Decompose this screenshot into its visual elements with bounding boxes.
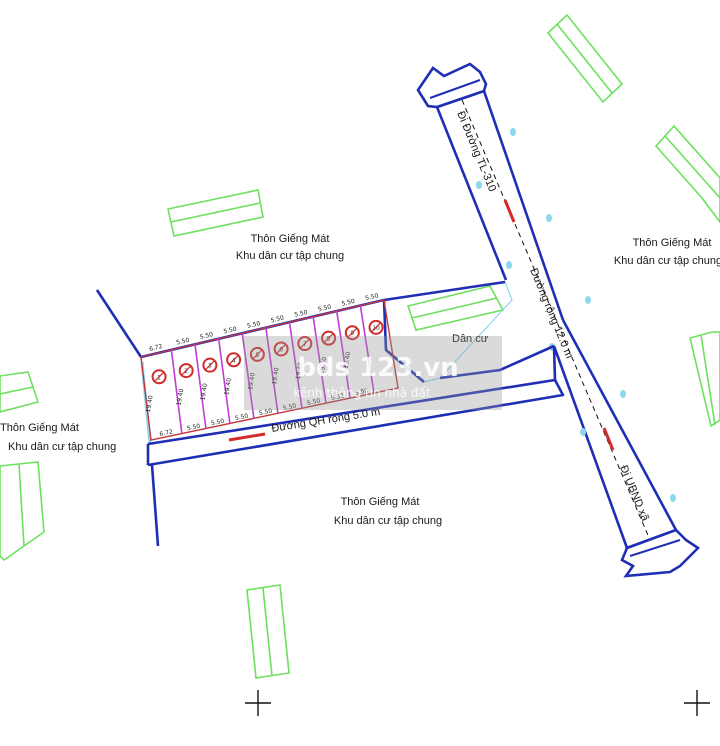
lot-depth: 19.40 <box>295 362 305 380</box>
building-east <box>654 124 720 224</box>
lot-top-width: 5.50 <box>199 331 214 341</box>
lot-dividers <box>170 305 375 434</box>
lot-marker[interactable]: 9 <box>344 325 360 341</box>
lot-number: 9 <box>350 330 354 337</box>
lot-top-width: 5.50 <box>270 315 285 325</box>
building-north-left <box>167 189 264 237</box>
lot-depth: 19.40 <box>223 377 233 395</box>
label-south: Thôn Giếng Mát Khu dân cư tập chung <box>334 496 442 527</box>
lot-marker[interactable]: 2 <box>178 363 194 379</box>
lot-number: 7 <box>303 341 307 348</box>
lot-top-width: 6.72 <box>149 343 164 353</box>
lot-marker[interactable]: 7 <box>297 336 313 352</box>
lot-number: 8 <box>327 336 331 343</box>
lot-parcel-outline <box>140 299 399 441</box>
area-name: Thôn Giếng Mát <box>0 422 79 434</box>
lot-dimensions: 6.72 5.50 5.50 5.50 5.50 5.50 5.50 5.50 5.50 5.50… <box>145 292 379 438</box>
lot-depth: 19.40 <box>199 383 209 401</box>
arrow-north-icon <box>416 62 488 109</box>
lot-bottom-width: 5.50 <box>354 387 369 397</box>
lot-top-width: 5.50 <box>246 320 261 330</box>
lot-marker[interactable]: 8 <box>321 330 337 346</box>
lot-divider <box>359 305 375 394</box>
building-southwest <box>0 461 45 562</box>
lot-top-width: 5.50 <box>294 309 309 319</box>
lot-depth: 19.40 <box>145 395 155 413</box>
lot-marker[interactable]: 5 <box>249 346 265 362</box>
lot-number: 6 <box>279 346 283 353</box>
lot-number: 3 <box>208 363 212 370</box>
area-name: Thôn Giếng Mát <box>633 237 712 249</box>
lot-top-width: 5.50 <box>176 337 191 347</box>
lot-divider <box>241 333 255 419</box>
lot-number: 10 <box>372 325 380 332</box>
lot-marker[interactable]: 6 <box>273 341 289 357</box>
label-north-left: Thôn Giếng Mát Khu dân cư tập chung <box>236 233 344 262</box>
planned-road <box>146 344 565 467</box>
lot-bottom-width: 5.50 <box>210 418 225 428</box>
road-centerline <box>461 99 651 541</box>
lot-divider <box>217 338 231 424</box>
label-dan-cu: Dân cư <box>452 333 489 345</box>
lot-depth: 19.40 <box>176 388 186 406</box>
lot-divider <box>170 349 183 434</box>
building-outlines <box>0 13 720 679</box>
lot-number: 5 <box>255 352 259 359</box>
lot-divider <box>265 327 279 414</box>
lot-bottom-width: 5.50 <box>258 407 273 417</box>
area-name: Thôn Giếng Mát <box>341 496 420 508</box>
lot-number: 4 <box>232 357 236 364</box>
area-desc: Khu dân cư tập chung <box>236 250 344 262</box>
main-road <box>416 62 701 578</box>
lot-marker[interactable]: 3 <box>202 357 218 373</box>
lot-divider <box>312 316 327 404</box>
lot-divider <box>194 344 207 429</box>
crosshair-icon <box>245 690 271 716</box>
area-desc: Khu dân cư tập chung <box>8 441 116 453</box>
watermark-tagline: kênh thông tin nhà đất <box>293 386 430 400</box>
building-dan-cu <box>406 285 505 331</box>
lot-top-width: 5.50 <box>317 303 332 313</box>
building-east-lower <box>689 331 720 428</box>
building-west <box>0 371 40 413</box>
crosshair-icon <box>684 690 710 716</box>
lot-number: 2 <box>184 368 188 375</box>
lot-divider <box>335 310 351 399</box>
lot-marker[interactable]: 10 <box>368 319 384 335</box>
lot-bottom-width: 6.72 <box>159 428 174 438</box>
watermark: bds 123.vn kênh thông tin nhà đất <box>244 336 502 410</box>
label-west: Thôn Giếng Mát Khu dân cư tập chung <box>0 422 116 453</box>
building-south <box>246 584 290 679</box>
lot-marker[interactable]: 1 <box>151 369 167 385</box>
lot-depth: 19.40 <box>271 367 281 385</box>
area-name: Thôn Giếng Mát <box>251 233 330 245</box>
lot-parcel: 1 2 3 4 5 6 7 8 9 10 6.72 5.50 5.50 5.50 5.50 5.50 5.50… <box>140 292 399 441</box>
watermark-brand: bds 123.vn <box>297 353 458 383</box>
roadside-markers <box>476 128 676 502</box>
building-north-right-top <box>546 13 624 104</box>
lot-depth: 19.40 <box>247 372 257 390</box>
label-road-to-tl310: Đi Đường TL-310 <box>454 110 498 194</box>
lot-top-width: 5.50 <box>365 292 380 302</box>
area-desc: Khu dân cư tập chung <box>334 515 442 527</box>
lot-depth: 19.40 <box>343 351 353 369</box>
lot-markers: 1 2 3 4 5 6 7 8 9 10 <box>151 319 384 385</box>
lot-marker[interactable]: 4 <box>226 352 242 368</box>
area-desc: Khu dân cư tập chung <box>614 255 720 267</box>
lot-top-width: 5.50 <box>341 298 356 308</box>
lot-bottom-width: 5.50 <box>234 413 249 423</box>
lot-top-width: 5.50 <box>223 326 238 336</box>
lot-number: 1 <box>157 374 161 381</box>
lot-divider <box>288 322 303 409</box>
lot-bottom-width: 5.50 <box>186 423 201 433</box>
lot-depth: 19.40 <box>319 356 329 374</box>
lot-bottom-width: 5.50 <box>306 397 321 407</box>
lot-bottom-width: 5.51 <box>330 392 345 402</box>
lot-bottom-width: 5.50 <box>282 402 297 412</box>
label-north-right: Thôn Giếng Mát Khu dân cư tập chung <box>614 237 720 267</box>
arrow-south-icon <box>620 528 701 578</box>
